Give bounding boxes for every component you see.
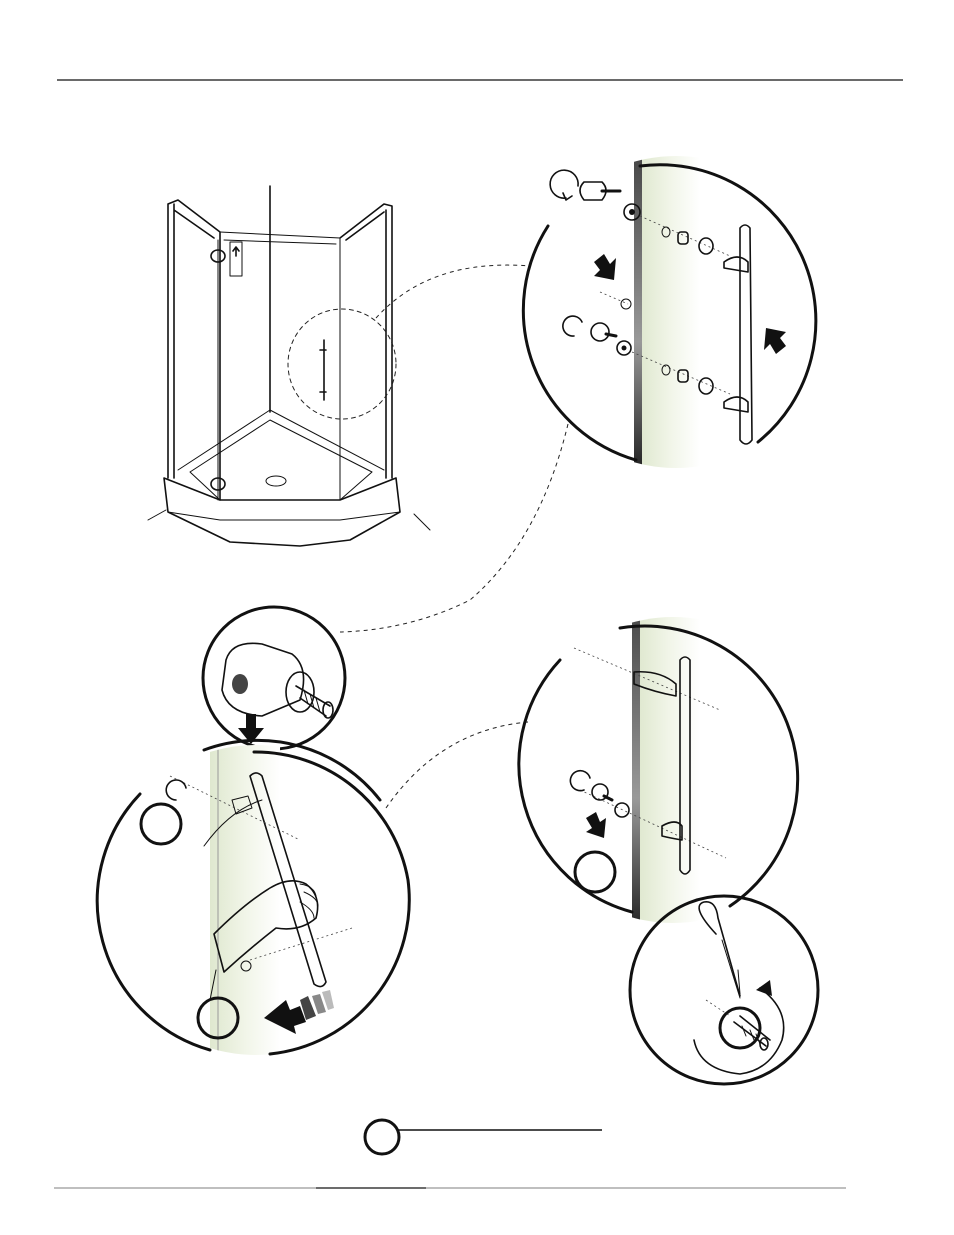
rotate-arrow-icon [756,980,772,996]
leader-line [340,424,568,632]
handle-exploded-view [523,150,816,470]
step-badge [575,852,615,892]
leader-line [376,265,530,318]
step-badge [141,804,181,844]
push-arrow-icon [764,328,786,354]
push-arrow-icon [586,812,606,838]
hand-install-view [97,740,409,1060]
legend [365,1120,602,1154]
leader-line [386,722,528,808]
standoff-detail-view [203,607,345,749]
shower-enclosure-illustration [148,186,430,546]
handle-installed-view [519,600,798,930]
allen-key-detail-view [630,896,818,1084]
zoom-indicator [288,309,396,419]
push-arrow-icon [594,254,616,280]
legend-badge [365,1120,399,1154]
